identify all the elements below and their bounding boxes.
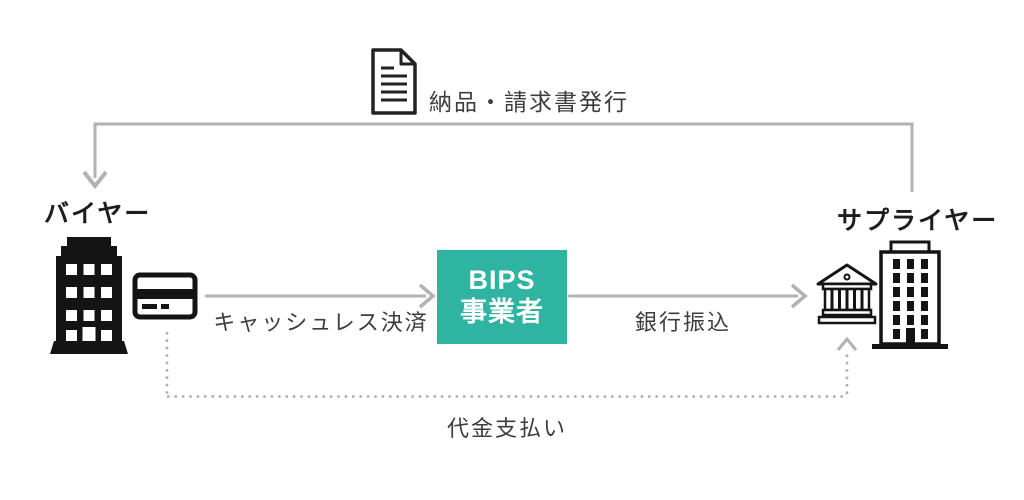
cashless-flow-label: キャッシュレス決済 [213,310,429,335]
bips-node-line1: BIPS [468,265,536,296]
supplier-label: サプライヤー [837,207,999,235]
buyer-label: バイヤー [44,200,152,228]
payment-arrowhead-up [836,336,858,351]
invoice-arrow [82,122,914,192]
invoice-flow-label: 納品・請求書発行 [429,89,629,115]
bank-transfer-flow-label: 銀行振込 [634,310,731,335]
payment-dotted-path [165,332,849,398]
bips-node-line2: 事業者 [460,297,544,327]
cashless-arrow [205,283,436,309]
bips-operator-node: BIPS 事業者 [437,250,567,344]
payment-flow-label: 代金支払い [446,416,567,441]
supplier-building-icon [872,240,948,349]
bank-transfer-arrow [568,283,808,309]
buyer-building-icon [50,237,128,354]
bank-icon [816,263,878,325]
credit-card-icon [132,272,198,320]
document-icon [371,48,417,115]
